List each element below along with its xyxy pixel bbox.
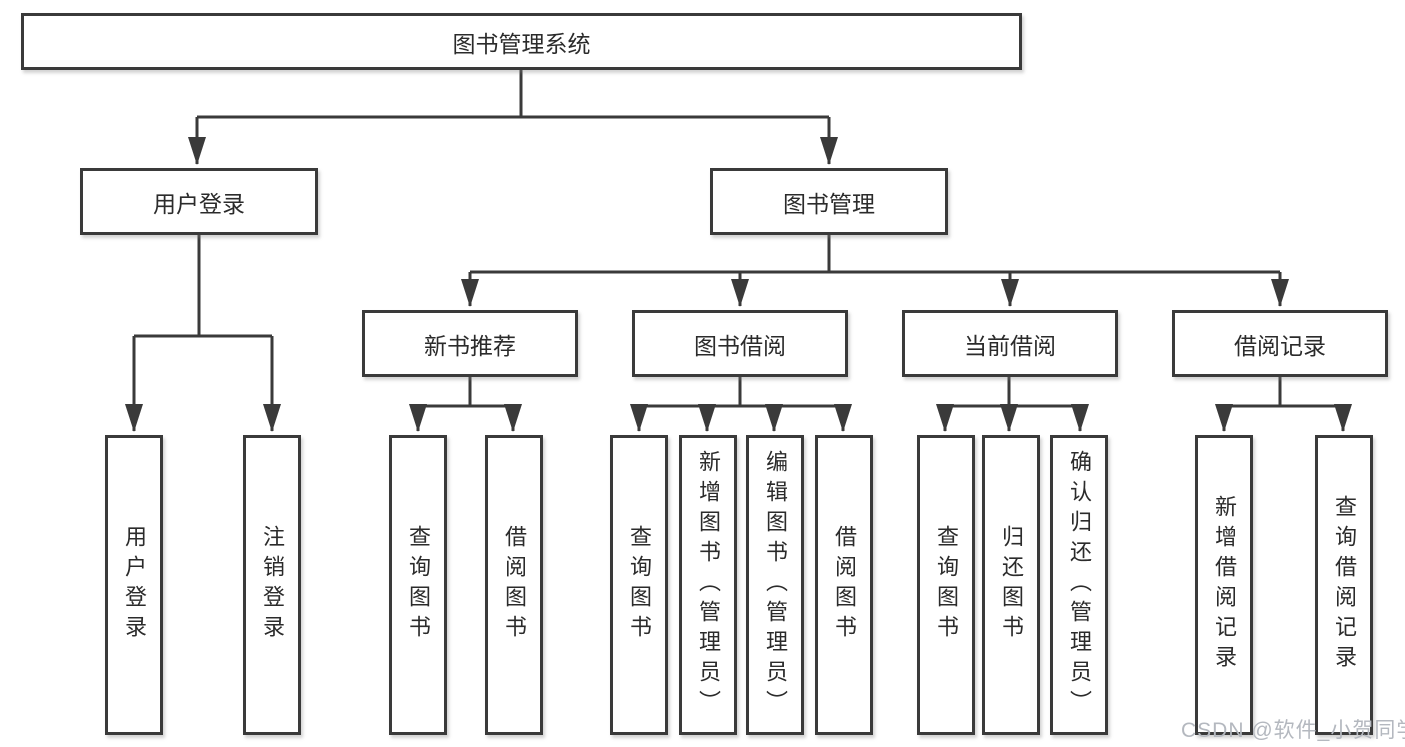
leaf-borrow-books-recommend: 借阅图书 — [485, 435, 543, 735]
leaf-query-books-recommend: 查询图书 — [389, 435, 447, 735]
node-user-login: 用户登录 — [80, 168, 318, 235]
leaf-logout: 注销登录 — [243, 435, 301, 735]
node-new-book-recommend: 新书推荐 — [362, 310, 578, 377]
leaf-add-borrow-record: 新增借阅记录 — [1195, 435, 1253, 735]
leaf-edit-book-admin: 编辑图书（管理员） — [746, 435, 804, 735]
leaf-return-books: 归还图书 — [982, 435, 1040, 735]
node-borrow-records: 借阅记录 — [1172, 310, 1388, 377]
node-root-system: 图书管理系统 — [21, 13, 1022, 70]
leaf-query-borrow-record: 查询借阅记录 — [1315, 435, 1373, 735]
watermark-text: CSDN @软件_小贺同学 — [1181, 719, 1405, 742]
leaf-add-book-admin: 新增图书（管理员） — [679, 435, 737, 735]
node-book-borrow: 图书借阅 — [632, 310, 848, 377]
leaf-borrow-books: 借阅图书 — [815, 435, 873, 735]
leaf-query-books-borrow: 查询图书 — [610, 435, 668, 735]
leaf-confirm-return-admin: 确认归还（管理员） — [1050, 435, 1108, 735]
leaf-query-books-current: 查询图书 — [917, 435, 975, 735]
node-current-borrow: 当前借阅 — [902, 310, 1118, 377]
leaf-user-login: 用户登录 — [105, 435, 163, 735]
node-book-management: 图书管理 — [710, 168, 948, 235]
